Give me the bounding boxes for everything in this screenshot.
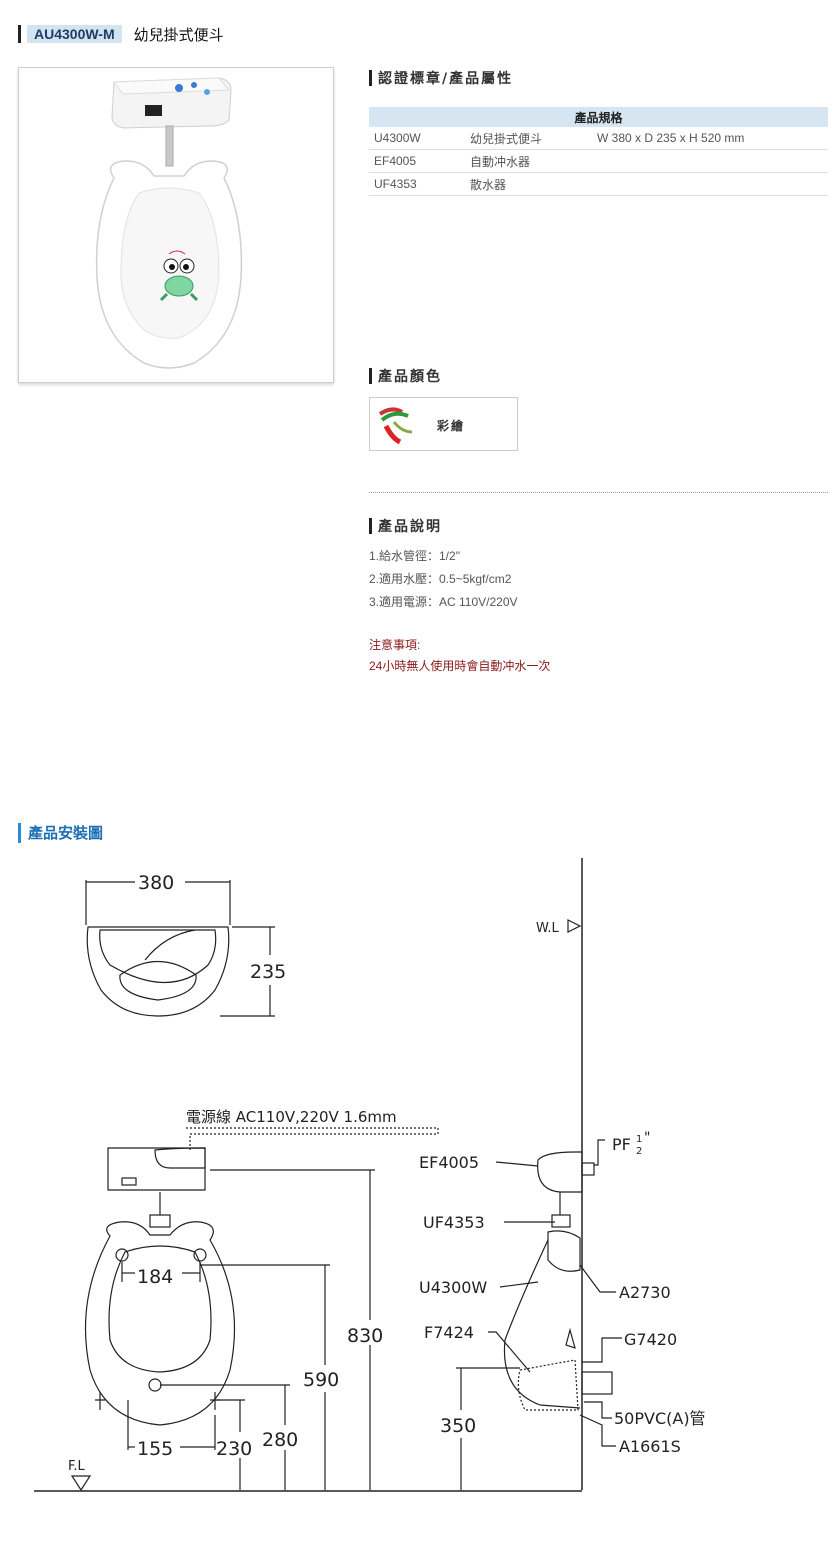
spec-table-header: 產品規格 (369, 107, 828, 127)
dim-830: 830 (347, 1325, 383, 1347)
dim-590: 590 (303, 1369, 339, 1391)
pf-denominator: 2 (636, 1146, 642, 1157)
note-text: 24小時無人使用時會自動冲水一次 (369, 659, 551, 673)
pf-numerator: 1 (636, 1134, 642, 1145)
dim-350: 350 (440, 1415, 476, 1437)
fl-label: F.L (68, 1459, 86, 1474)
dim-235: 235 (250, 961, 286, 983)
product-title-bar: AU4300W-M 幼兒掛式便斗 (18, 24, 224, 44)
description-item: 3.適用電源：AC 110V/220V (369, 595, 518, 609)
color-heading: 產品顏色 (369, 366, 442, 386)
product-photo[interactable] (18, 67, 334, 383)
urinal-illustration (95, 77, 243, 369)
product-name: 幼兒掛式便斗 (133, 25, 224, 44)
note-title: 注意事項: (369, 638, 421, 652)
sensor-window (145, 105, 162, 116)
g7420-label: G7420 (624, 1330, 677, 1349)
u4300w-label: U4300W (419, 1278, 487, 1297)
spec-table: 產品規格 U4300W 幼兒掛式便斗 W 380 x D 235 x H 520… (369, 107, 828, 196)
wl-label: W.L (536, 921, 559, 936)
pf-label: PF (612, 1135, 631, 1154)
dim-230: 230 (216, 1438, 252, 1460)
a1661s-label: A1661S (619, 1437, 681, 1456)
certification-heading: 認證標章/產品屬性 (369, 68, 513, 88)
pvc-pipe-label: 50PVC(A)管 (614, 1409, 706, 1428)
dim-155: 155 (137, 1438, 173, 1460)
color-option-painted[interactable]: 彩繪 (369, 397, 518, 451)
description-heading: 產品說明 (369, 516, 442, 536)
table-row: EF4005 自動冲水器 (369, 149, 828, 173)
divider (369, 492, 828, 493)
f7424-label: F7424 (424, 1323, 474, 1342)
painted-swatch-icon (378, 407, 413, 445)
pf-inch-mark: " (644, 1130, 650, 1146)
uf4353-label: UF4353 (423, 1213, 485, 1232)
product-code: AU4300W-M (27, 25, 122, 43)
install-heading: 產品安裝圖 (18, 822, 103, 843)
table-row: UF4353 散水器 (369, 172, 828, 196)
dim-380: 380 (138, 872, 174, 894)
dim-280: 280 (262, 1429, 298, 1451)
installation-diagram: 380 235 W.L 電源線 AC110V,220V 1.6mm 184 83… (34, 858, 706, 1492)
description-item: 2.適用水壓：0.5~5kgf/cm2 (369, 572, 512, 586)
power-cable-label: 電源線 AC110V,220V 1.6mm (186, 1108, 397, 1126)
table-row: U4300W 幼兒掛式便斗 W 380 x D 235 x H 520 mm (369, 127, 828, 150)
ef4005-label: EF4005 (419, 1153, 479, 1172)
title-accent-bar (18, 25, 21, 43)
a2730-label: A2730 (619, 1283, 671, 1302)
color-option-label: 彩繪 (437, 419, 466, 433)
dim-184: 184 (137, 1266, 173, 1288)
description-item: 1.給水管徑：1/2" (369, 549, 460, 563)
